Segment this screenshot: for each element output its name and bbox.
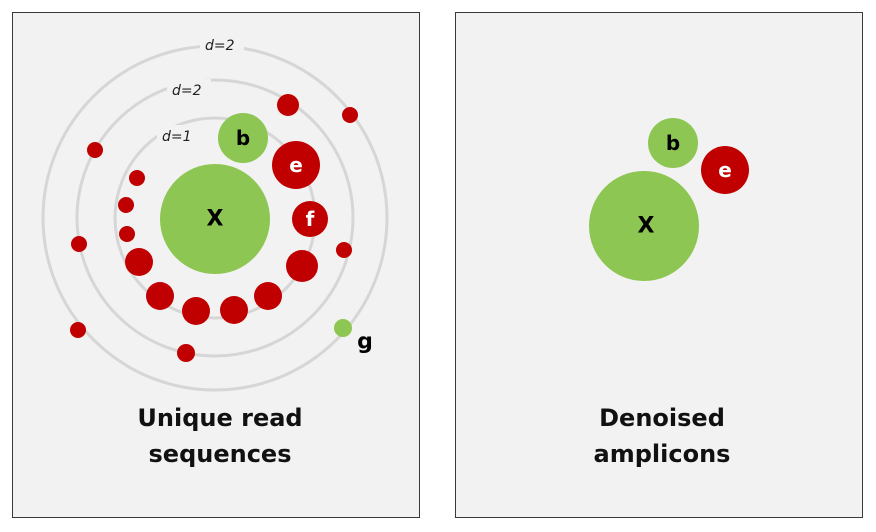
denoised-node-b-label: b (666, 131, 680, 155)
red-node (71, 236, 87, 252)
node-g (334, 319, 352, 337)
node-e-label: e (289, 153, 303, 177)
ring-d2-inner (75, 78, 355, 358)
red-node (177, 344, 195, 362)
denoised-node-b (648, 118, 698, 168)
red-node (286, 250, 318, 282)
denoised-node-x-label: X (638, 214, 655, 239)
red-node (118, 197, 134, 213)
red-node (336, 242, 352, 258)
red-node (254, 282, 282, 310)
center-node-x-label: X (207, 207, 224, 232)
node-b-label: b (236, 126, 250, 150)
denoised-node-e-label: e (718, 158, 732, 182)
denoised-node-x (589, 171, 699, 281)
left-caption-line1: Unique read (137, 404, 303, 432)
red-node (129, 170, 145, 186)
right-caption-line2: amplicons (593, 440, 731, 468)
right-caption-line1: Denoised (599, 404, 725, 432)
denoised-node-e (701, 146, 749, 194)
node-f-label: f (306, 207, 315, 231)
center-node-x (160, 164, 270, 274)
ring-label-inner: d=1 (162, 129, 192, 145)
node-g-label: g (357, 330, 373, 355)
left-caption: Unique read sequences (70, 400, 370, 472)
node-b (218, 113, 268, 163)
red-node (70, 322, 86, 338)
ring-label-middle: d=2 (172, 83, 202, 99)
red-node (87, 142, 103, 158)
red-node (277, 94, 299, 116)
right-caption: Denoised amplicons (512, 400, 812, 472)
red-node (119, 226, 135, 242)
red-node (125, 248, 153, 276)
left-caption-line2: sequences (148, 440, 292, 468)
red-node (342, 107, 358, 123)
red-node (182, 297, 210, 325)
node-e (272, 141, 320, 189)
red-node (146, 282, 174, 310)
node-f (292, 201, 328, 237)
red-node (220, 296, 248, 324)
ring-label-outer: d=2 (205, 38, 235, 54)
